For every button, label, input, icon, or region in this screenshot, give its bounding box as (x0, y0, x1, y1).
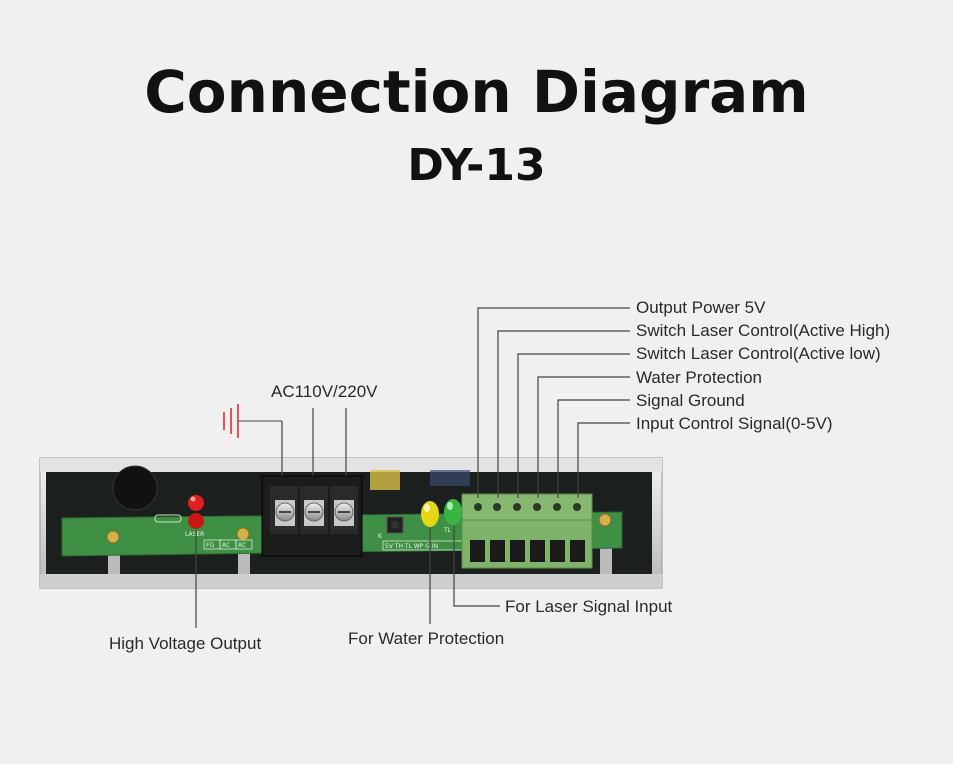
ac-terminal-block (261, 475, 363, 557)
ac-input-label: AC110V/220V (271, 382, 378, 401)
silk-laser: LASER (185, 531, 204, 538)
signal-terminal-block (461, 493, 593, 569)
silk-k: K (378, 533, 383, 540)
ground-symbol-icon (223, 404, 282, 438)
silk-ac2: AC (238, 542, 246, 549)
water-protection-label: Water Protection (636, 368, 762, 387)
laser-signal-input-label: For Laser Signal Input (505, 597, 673, 616)
silk-pins: 5V TH TL WP G IN (385, 543, 438, 550)
input-control-label: Input Control Signal(0-5V) (636, 414, 833, 433)
laser-signal-led-green (444, 499, 462, 525)
for-water-protection-label: For Water Protection (348, 629, 504, 648)
signal-ground-label: Signal Ground (636, 391, 745, 410)
terminal-screw-1 (275, 500, 295, 526)
terminal-screw-3 (334, 500, 354, 526)
silk-tl: TL (443, 527, 452, 534)
model-name: DY-13 (407, 140, 546, 191)
terminal-screw-2 (304, 500, 324, 526)
high-voltage-led-red (188, 495, 204, 529)
diagram-title: Connection Diagram (144, 58, 809, 126)
silk-fg: FG (206, 542, 214, 549)
leader-lines (195, 307, 630, 628)
silk-ac1: AC (222, 542, 230, 549)
high-voltage-output-label: High Voltage Output (109, 634, 261, 653)
water-protection-led-yellow (421, 501, 439, 527)
switch-high-label: Switch Laser Control(Active High) (636, 321, 890, 340)
switch-low-label: Switch Laser Control(Active low) (636, 344, 881, 363)
output-power-label: Output Power 5V (636, 298, 766, 317)
